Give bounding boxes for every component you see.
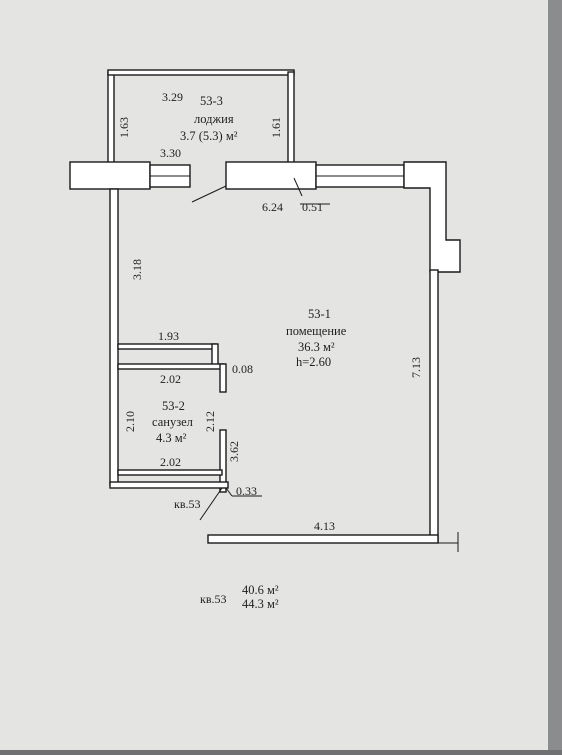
totals-total-area: 44.3 м² xyxy=(242,597,279,611)
dim-bottom-wall: 4.13 xyxy=(314,519,335,533)
dim-bath-bottom: 2.02 xyxy=(160,455,181,469)
loggia-wall-left xyxy=(107,71,115,165)
loggia-wall-right xyxy=(287,71,295,165)
entry-label: кв.53 xyxy=(174,497,201,511)
loggia-name: лоджия xyxy=(194,112,234,126)
bath-wall-bottom xyxy=(117,469,223,476)
wall-right xyxy=(429,269,439,543)
loggia-wall-top xyxy=(107,69,295,76)
wall-top-mid xyxy=(225,161,317,190)
dim-right-wall: 7.13 xyxy=(409,357,423,378)
dim-bath-inner-top: 2.02 xyxy=(160,372,181,386)
totals-label: кв.53 xyxy=(200,592,227,606)
entry-wall xyxy=(109,481,229,489)
dim-loggia-left: 1.63 xyxy=(117,117,131,138)
dim-entry-gap: 0.33 xyxy=(236,484,257,498)
dim-left-wall: 3.18 xyxy=(130,259,144,280)
bath-wall-top xyxy=(117,343,217,350)
dim-bath-right: 2.12 xyxy=(203,411,217,432)
bath-wall-inner xyxy=(117,363,225,370)
bath-name: санузел xyxy=(152,415,193,429)
wall-bottom xyxy=(207,534,439,544)
main-number: 53-1 xyxy=(308,307,331,321)
balcony-door-swing xyxy=(191,185,227,203)
entry-tick xyxy=(225,487,233,497)
entry-door-swing xyxy=(199,487,223,521)
wall-left xyxy=(109,188,119,486)
bath-number: 53-2 xyxy=(162,399,185,413)
bath-wall-top-stub xyxy=(211,343,219,367)
main-name: помещение xyxy=(286,324,347,338)
bath-area: 4.3 м² xyxy=(156,431,187,445)
door-tick xyxy=(293,177,303,197)
main-area: 36.3 м² xyxy=(298,340,335,354)
loggia-area: 3.7 (5.3) м² xyxy=(180,129,238,143)
dim-bath-partition: 3.62 xyxy=(227,441,241,462)
dim-bath-left: 2.10 xyxy=(123,411,137,432)
totals-living-area: 40.6 м² xyxy=(242,583,279,597)
bath-wall-right-lower xyxy=(219,429,227,493)
dim-loggia-right: 1.61 xyxy=(269,117,283,138)
dim-partition-gap: 0.08 xyxy=(232,362,253,376)
bath-wall-right-upper xyxy=(219,363,227,393)
wall-top-left-stub xyxy=(69,161,151,190)
loggia-number: 53-3 xyxy=(200,94,223,108)
dim-loggia-bottom: 3.30 xyxy=(160,146,181,160)
dim-bath-top: 1.93 xyxy=(158,329,179,343)
wall-top-right-corner xyxy=(403,161,461,273)
dim-main-top: 6.24 xyxy=(262,200,283,214)
dim-door-width: 0.51 xyxy=(302,200,323,214)
dim-loggia-top: 3.29 xyxy=(162,90,183,104)
paper-shadow xyxy=(548,0,562,750)
main-height: h=2.60 xyxy=(296,355,331,369)
